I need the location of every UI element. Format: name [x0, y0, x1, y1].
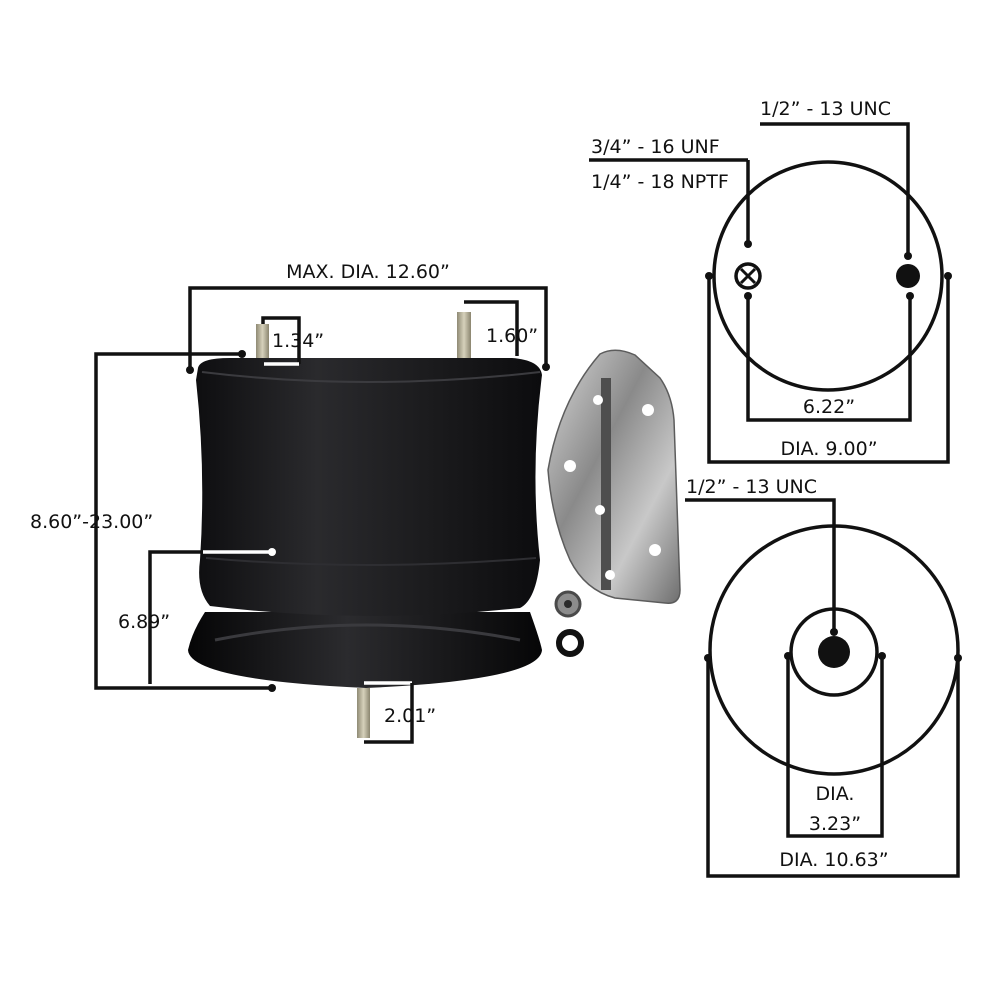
stud-1-label: 1.34”: [272, 330, 324, 352]
air-fitting-label-1: 3/4” - 16 UNF: [591, 136, 720, 158]
bracket-plate: [547, 349, 681, 604]
mounting-bracket: [547, 349, 681, 604]
top-bolt-label: 1/2” - 13 UNC: [760, 98, 891, 120]
top-dia-label: DIA. 9.00”: [780, 438, 877, 460]
top-dia-bracket: [707, 276, 950, 464]
inner-dia-label-2: 3.23”: [809, 813, 861, 835]
nut-bore: [564, 600, 572, 608]
bottom-dia-bracket: [706, 658, 960, 878]
stud-2-bracket: [464, 300, 519, 356]
max-dia-bracket: [188, 286, 548, 370]
height-range-label: 8.60”-23.00”: [30, 511, 153, 533]
bracket-hole: [593, 395, 603, 405]
bracket-hole: [605, 570, 615, 580]
bracket-hole: [649, 544, 661, 556]
air-fitting-label-2: 1/4” - 18 NPTF: [591, 171, 729, 193]
top-stud-right: [457, 312, 471, 358]
top-spacing-label: 6.22”: [803, 396, 855, 418]
piston-height-label: 6.89”: [118, 611, 170, 633]
inner-dia-label-1: DIA.: [816, 783, 855, 805]
inner-dia-bracket: [786, 656, 884, 838]
bottom-stud: [357, 688, 370, 738]
bottom-stud-label: 2.01”: [384, 705, 436, 727]
washer: [556, 629, 584, 657]
bracket-hole: [564, 460, 576, 472]
top-spacing-bracket: [746, 296, 912, 422]
piston-height-bracket: [148, 550, 203, 684]
bracket-hole: [642, 404, 654, 416]
piston-base: [188, 612, 542, 688]
bottom-stud-bracket: [364, 683, 414, 744]
air-spring-product: [188, 312, 542, 738]
top-plate-view: [589, 122, 952, 464]
bottom-bolt-hole: [818, 636, 850, 668]
piston-bottom-view: [685, 498, 962, 878]
top-stud-left: [256, 324, 269, 360]
height-range-bracket: [94, 352, 272, 690]
bracket-hole: [595, 505, 605, 515]
bellow-top-bead: [201, 371, 541, 383]
max-dia-label: MAX. DIA. 12.60”: [286, 261, 450, 283]
bottom-dia-label: DIA. 10.63”: [779, 849, 888, 871]
stud-2-label: 1.60”: [486, 325, 538, 347]
air-fitting-mark: [739, 267, 757, 285]
bottom-bolt-label: 1/2” - 13 UNC: [686, 476, 817, 498]
stud-1-bracket: [261, 316, 301, 364]
top-plate-outline: [712, 160, 944, 392]
top-bolt-hole: [896, 264, 920, 288]
top-bolt-leader: [760, 122, 910, 256]
bellow-crease: [205, 557, 537, 566]
piston-highlight: [214, 623, 521, 642]
bottom-bolt-leader: [685, 498, 836, 632]
rubber-bellow: [196, 358, 542, 617]
side-view-dimensions: [94, 286, 550, 744]
